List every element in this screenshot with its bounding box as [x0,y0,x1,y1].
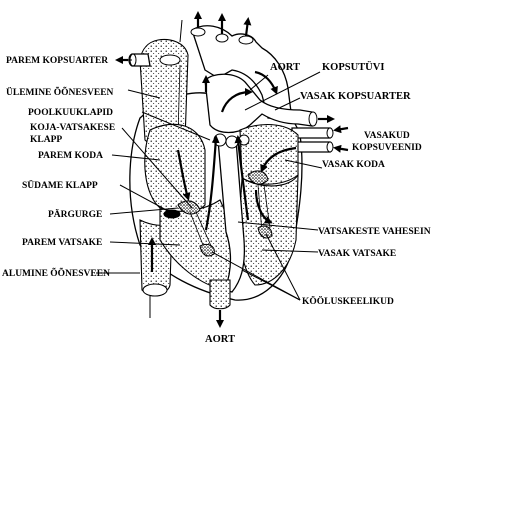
label-vasakud: VASAKUD [364,131,410,141]
label-aort-bottom: AORT [205,334,235,345]
svc-line [179,19,183,43]
aorta-branch-3 [238,35,254,45]
label-pargurge: PÄRGURGE [48,207,102,220]
right-atrium [144,123,206,214]
papillary-muscle-left [257,225,273,239]
ivc-opening [142,283,168,297]
label-parem-vatsake: PAREM VATSAKE [22,238,102,248]
label-parem-koda: PAREM KODA [38,151,103,161]
aorta-arch [191,25,293,121]
mitral-valve [247,170,269,185]
flow-arrow-3 [220,88,253,113]
left-pa-opening [308,111,318,127]
superior-vena-cava-opening [159,54,181,66]
heart-illustration [115,11,349,328]
interventricular-septum [217,139,246,293]
label-vasak-koda: VASAK KODA [322,160,385,170]
descending-aorta [209,279,231,310]
label-alumine-oonesveen: ALUMINE ÕÕNESVEEN [2,267,110,279]
flow-arrow-2 [204,135,220,231]
label-kopsuveenid: KOPSUVEENID [352,143,422,153]
label-ulemine-oonesveen: ÜLEMINE ÕÕNESVEEN [6,85,114,98]
label-koja-vatsakese-2: KLAPP [30,135,62,145]
leader-lines [96,59,323,301]
label-vasak-vatsake: VASAK VATSAKE [318,249,396,259]
label-vasak-kopsuarter: VASAK KOPSUARTER [300,91,411,102]
entry-arrow-pv-1 [333,125,349,134]
flow-arrow-6 [254,189,273,224]
semilunar-valve-3 [238,134,250,146]
label-kooluskeelikud: KÖÖLUSKEELIKUD [302,294,394,307]
chordae-1 [189,211,206,251]
flow-arrow-1 [176,149,191,201]
label-poolkuuklapid: POOLKUUKLAPID [28,108,113,118]
label-koja-vatsakese-1: KOJA-VATSAKESE [30,123,115,133]
flow-arrow-7 [234,135,250,221]
papillary-muscle-right [199,243,215,257]
chordae-2 [195,211,213,249]
exit-arrow-top-3 [243,17,252,37]
svc-highlight [177,64,181,136]
pv-upper-opening [326,127,334,139]
pv-lower-opening [326,141,334,153]
label-aort-top: AORT [270,62,300,73]
label-vatsakeste-vahesein: VATSAKESTE VAHESEIN [318,227,431,237]
aorta-branch-1 [190,27,206,37]
tricuspid-valve [177,200,201,215]
aorta-branch-2 [215,33,229,43]
label-parem-kopsuarter: PAREM KOPSUARTER [6,56,108,66]
coronary-sinus [163,209,181,219]
flow-arrow-4 [254,70,278,95]
entry-arrow-pv-2 [333,144,349,153]
label-sudame-klapp: SÜDAME KLAPP [22,178,98,191]
flow-arrow-5 [260,146,297,173]
labels: PAREM KOPSUARTER ÜLEMINE ÕÕNESVEEN POOLK… [2,56,431,345]
label-kopsutuvi: KOPSUTÜVI [322,60,384,73]
semilunar-valve-2 [225,135,239,149]
